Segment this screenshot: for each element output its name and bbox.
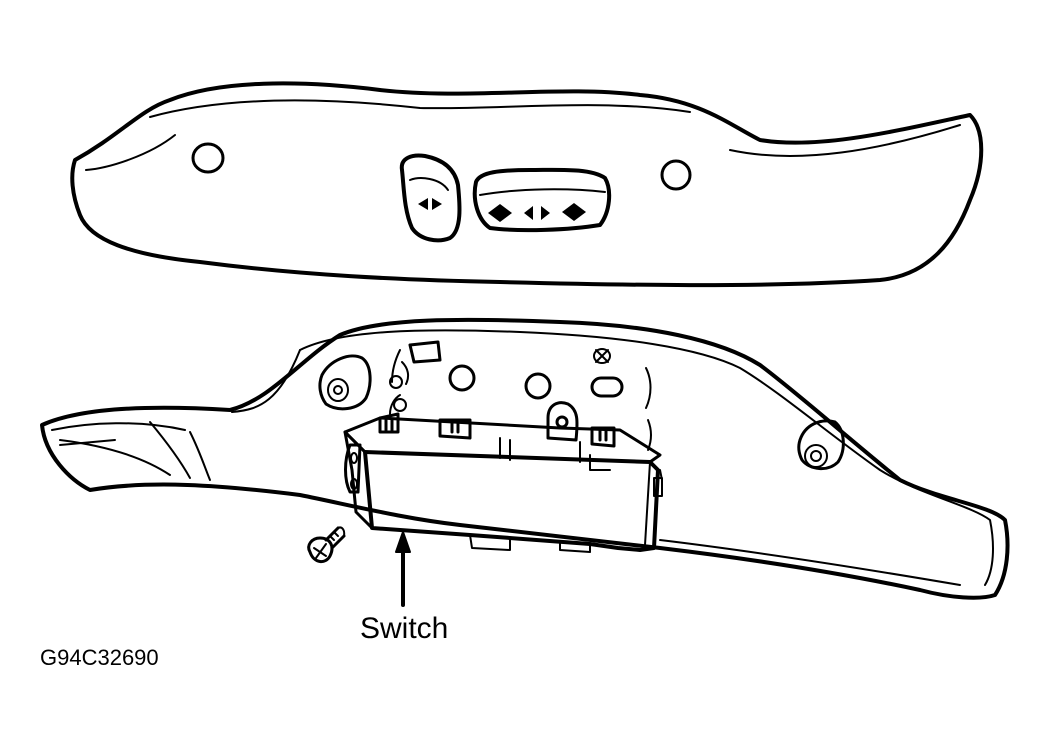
single-control-button [399,153,462,243]
left-right-arrows-icon [418,198,442,210]
upper-panel-crease [149,99,691,118]
figure-id-label: G94C32690 [40,645,159,670]
seat-direction-control-button [472,167,612,233]
switch-terminal-tabs [378,401,616,448]
switch-top-face [343,416,662,464]
upper-panel-outline [70,81,984,288]
lower-panel-outline [40,317,1010,600]
seat-direction-arrows-icon [488,203,586,222]
upper-trim-panel [70,81,984,288]
upper-panel-hole-left [191,142,225,174]
standoff-post-left [318,354,372,411]
switch-leader-arrow [395,531,411,607]
switch-module [343,394,663,553]
switch-callout-label: Switch [360,612,449,645]
mounting-screw [307,526,346,563]
standoff-post-right [797,419,845,470]
switch-front-face [363,450,660,552]
switch-mounting-ear-left [344,443,362,494]
lower-base-panel [40,317,1010,600]
upper-panel-hole-right [660,159,692,191]
